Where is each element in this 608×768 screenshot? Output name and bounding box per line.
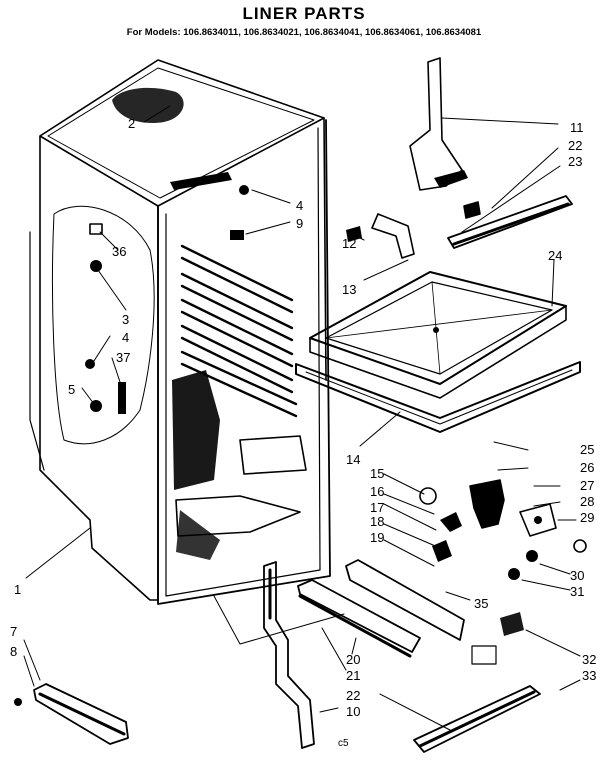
damper-hardware-cluster xyxy=(419,479,587,665)
callout-31: 30 xyxy=(570,568,584,583)
callout-33: 32 xyxy=(582,652,596,667)
callout-3: 3 xyxy=(122,312,129,327)
callout-labels: 2 4 9 36 3 4 37 5 1 11 22 23 12 13 24 14… xyxy=(10,116,596,749)
callout-1: 1 xyxy=(14,582,21,597)
callout-15: 15 xyxy=(370,466,384,481)
clip-part-12-13 xyxy=(346,213,415,259)
callout-34: 33 xyxy=(582,668,596,683)
diagram-title: LINER PARTS xyxy=(242,4,366,23)
model-numbers: For Models: 106.8634011, 106.8634021, 10… xyxy=(126,27,482,38)
shelf-assembly-part-25 xyxy=(295,271,581,433)
callout-36: 36 xyxy=(112,244,126,259)
callout-13: 13 xyxy=(342,282,356,297)
callout-5: 5 xyxy=(68,382,75,397)
rail-part-7-8 xyxy=(14,683,129,745)
callout-8: 8 xyxy=(10,644,17,659)
callout-27: 26 xyxy=(580,460,594,475)
callout-25: 24 xyxy=(548,248,562,263)
callout-37: 37 xyxy=(116,350,130,365)
shelf-rails xyxy=(180,244,298,418)
callout-19: 19 xyxy=(370,530,384,545)
callout-22: 22 xyxy=(346,688,360,703)
callout-18: 18 xyxy=(370,514,384,529)
cabinet-hardware xyxy=(85,185,249,414)
callout-14: 14 xyxy=(346,452,360,467)
duct-part-10 xyxy=(263,561,315,749)
callout-29: 28 xyxy=(580,494,594,509)
callout-12: 12 xyxy=(342,236,356,251)
callout-11: 11 xyxy=(570,120,584,135)
callout-30: 29 xyxy=(580,510,594,525)
callout-7: 7 xyxy=(10,624,17,639)
callout-9: 9 xyxy=(296,216,303,231)
bracket-part-11 xyxy=(409,57,468,191)
callout-23: 22 xyxy=(568,138,582,153)
callout-4-upper: 4 xyxy=(296,198,303,213)
drawing-code: c5 xyxy=(338,738,349,749)
callout-24: 23 xyxy=(568,154,582,169)
callout-28: 27 xyxy=(580,478,594,493)
callout-32: 31 xyxy=(570,584,584,599)
callout-26: 25 xyxy=(580,442,594,457)
callout-10: 10 xyxy=(346,704,360,719)
rail-part-24 xyxy=(447,195,573,249)
callout-16: 16 xyxy=(370,484,384,499)
callout-20: 20 xyxy=(346,652,360,667)
rail-part-22 xyxy=(413,685,541,753)
callout-35: 35 xyxy=(474,596,488,611)
tray-part-19-20 xyxy=(297,559,465,658)
callout-4-lower: 4 xyxy=(122,330,129,345)
block-part-23 xyxy=(463,201,481,219)
cabinet-shell xyxy=(29,59,331,605)
callout-17: 17 xyxy=(370,500,384,515)
callout-2: 2 xyxy=(128,116,135,131)
callout-21: 21 xyxy=(346,668,360,683)
leader-14 xyxy=(359,411,401,447)
leader-lines xyxy=(23,105,581,731)
